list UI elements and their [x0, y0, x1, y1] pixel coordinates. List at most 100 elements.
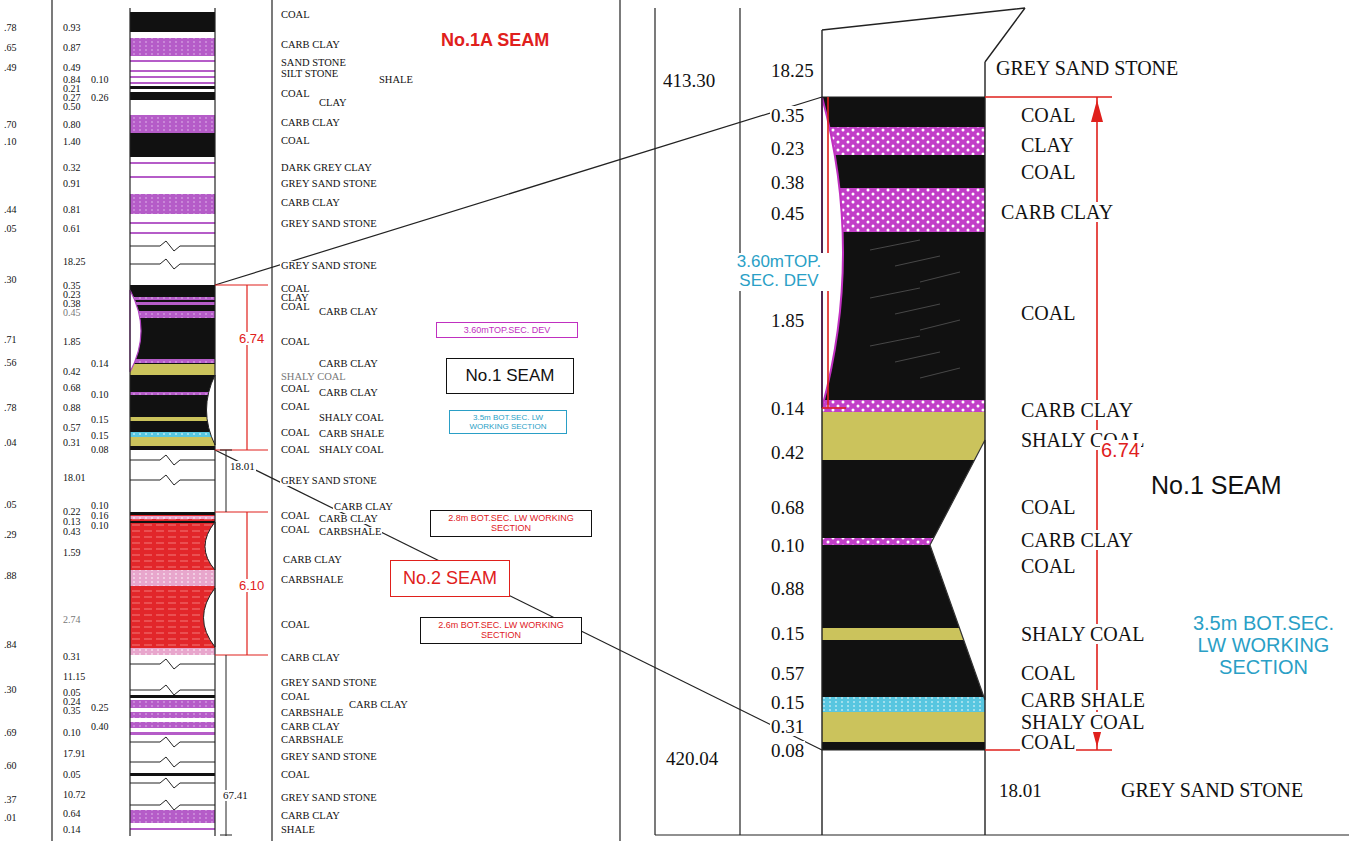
rock-layer [130, 417, 215, 421]
thickness-value: 0.68 [62, 383, 82, 393]
lithology-label: CLAY [1020, 135, 1075, 155]
lithology-label: COAL [1020, 663, 1076, 683]
rock-layer [130, 176, 215, 178]
rock-layer [130, 364, 215, 375]
lithology-label: COAL [1020, 497, 1076, 517]
rock-layer [130, 512, 215, 515]
thickness-value: 0.14 [90, 359, 110, 369]
break-symbol [130, 800, 215, 810]
thickness-value: 0.93 [62, 23, 82, 33]
thickness-value: 0.15 [770, 624, 805, 643]
seam-notch [204, 588, 216, 647]
break-symbol [130, 737, 215, 747]
coal-streak [870, 288, 920, 298]
lithology-label: CARB CLAY [280, 722, 341, 733]
rock-layer [822, 640, 985, 697]
lithology-label: COAL [1020, 105, 1076, 125]
lithology-label: COAL [1020, 556, 1076, 576]
rock-layer [130, 712, 215, 718]
lithology-label: CARB CLAY [318, 388, 379, 399]
rock-layer [130, 570, 215, 586]
frame-line [739, 8, 740, 835]
thickness-value: 0.15 [90, 431, 110, 441]
break-symbol [130, 455, 215, 465]
enlarge-line [215, 450, 822, 750]
rock-layer [130, 392, 215, 395]
thickness-value: 0.61 [62, 224, 82, 234]
thickness-value: 18.01 [62, 473, 87, 483]
thickness-value: .05 [3, 224, 18, 234]
layer-line [822, 96, 985, 97]
lithology-label: CARB CLAY [318, 307, 379, 318]
lithology-label: CARB CLAY [1020, 530, 1134, 550]
lithology-label: GREY SAND STONE [280, 476, 378, 487]
thickness-value: .60 [3, 761, 18, 771]
thickness-value: 0.14 [770, 399, 805, 418]
lithology-label: COAL [280, 10, 311, 21]
thickness-value: 1.59 [62, 548, 82, 558]
thickness-value: 2.74 [62, 615, 82, 625]
thickness-value: 0.25 [90, 703, 110, 713]
thickness-value: 0.68 [770, 498, 805, 517]
rock-layer [130, 512, 215, 655]
lithology-label: COAL [280, 89, 311, 100]
thickness-value: 10.72 [62, 790, 87, 800]
rock-layer [130, 115, 215, 133]
lithology-label: GREY SAND STONE [280, 261, 378, 272]
coal-streak [870, 336, 920, 346]
lithology-label: CARB CLAY [1020, 400, 1134, 420]
thickness-value: .70 [3, 120, 18, 130]
rock-layer [130, 82, 215, 84]
thickness-value: .88 [3, 571, 18, 581]
lithology-label: COAL [1020, 732, 1076, 752]
lithology-label: GREY SAND STONE [280, 179, 378, 190]
lithology-label: CARB CLAY [280, 40, 341, 51]
lithology-label: CARB CLAY [1000, 202, 1114, 222]
break-symbol [130, 259, 215, 269]
rock-layer [130, 773, 215, 776]
lithology-label: SHALE [280, 825, 316, 836]
lithology-label: DARK GREY CLAY [280, 163, 373, 174]
rock-layer [130, 516, 215, 519]
seam-notch [930, 440, 985, 700]
seam-notch [205, 522, 215, 570]
frame-line [51, 0, 52, 841]
thickness-value: .49 [3, 63, 18, 73]
lithology-label: CARB CLAY [282, 555, 343, 566]
rock-layer [130, 86, 215, 89]
rock-layer [130, 76, 215, 78]
break-symbol [130, 757, 215, 767]
lithology-label: GREY SAND STONE [280, 678, 378, 689]
rock-layer [130, 521, 215, 523]
section-note: 3.60mTOP. SEC. DEV [722, 253, 836, 290]
lithology-label: GREY SAND STONE [280, 793, 378, 804]
break-symbol [130, 241, 215, 251]
thickness-value: 0.80 [62, 120, 82, 130]
lithology-label: CARBSHALE [280, 735, 344, 746]
coal-streak [920, 272, 960, 282]
thickness-value: 0.13 [62, 517, 82, 527]
rock-layer [130, 432, 215, 437]
thickness-value: .10 [3, 137, 18, 147]
lithology-label: CARBSHALE [318, 527, 382, 538]
thickness-value: .05 [3, 500, 18, 510]
lithology-label: COAL [280, 511, 311, 522]
annotation-box: 2.8m BOT.SEC. LW WORKING SECTION [430, 510, 592, 537]
strata-layers [130, 12, 985, 830]
break-symbol [130, 659, 215, 669]
thickness-value: .30 [3, 685, 18, 695]
box-text: 3.60mTOP.SEC. DEV [441, 325, 573, 335]
coal-streak [895, 304, 940, 314]
thickness-value: 0.10 [90, 521, 110, 531]
lithology-label: CLAY [318, 98, 348, 109]
rock-layer [130, 162, 215, 164]
thickness-value: 0.05 [62, 770, 82, 780]
rock-layer [130, 359, 215, 363]
coal-streak [895, 256, 940, 266]
lithology-label: CARB CLAY [280, 811, 341, 822]
thickness-value: 0.88 [770, 579, 805, 598]
lithology-label: GREY SAND STONE [1120, 780, 1304, 800]
thickness-value: 0.31 [770, 717, 805, 736]
section-note: No.1 SEAM [1150, 473, 1283, 498]
